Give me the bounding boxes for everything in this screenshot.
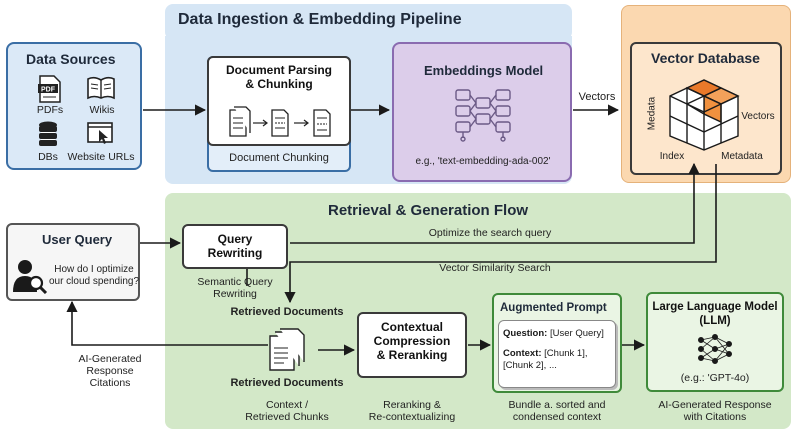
prompt-context-label: Context: [503,348,542,359]
query-rewriting-title: Query Rewriting [207,232,263,260]
data-sources-title: Data Sources [26,51,116,67]
query-rewriting-caption: Semantic Query Rewriting [197,276,273,300]
database-icon [38,121,58,152]
prompt-question-label: Question: [503,328,548,339]
vector-db-label-metadata: Metadata [721,151,763,162]
user-query-title: User Query [42,232,113,247]
llm-title: Large Language Model (LLM) [652,301,778,327]
retrieval-title: Retrieval & Generation Flow [328,202,529,219]
embeddings-caption: e.g., 'text-embedding-ada-002' [415,156,551,167]
context-caption: Context / Retrieved Chunks [245,399,329,423]
prompt-question-value: [User Query] [549,328,604,339]
neural-brain-icon [697,332,733,371]
response-citations-label: AI-Generated Response Citations [78,353,142,389]
prompt-context-line: Context: [Chunk 1], [Chunk 2], ... [503,348,613,372]
source-label-pdfs: PDFs [36,104,64,116]
retrieved-documents-top: Retrieved Documents [230,306,344,318]
source-label-dbs: DBs [38,151,58,163]
compression-box [357,312,467,378]
query-rewriting-box [182,224,288,269]
vector-db-label-right: Vectors [741,111,775,122]
compression-title: Contextual Compression & Reranking [373,320,451,362]
prompt-question-line: Question: [User Query] [503,328,604,339]
vectors-arrow-label: Vectors [578,91,616,103]
vector-db-label-left: Medata [646,96,658,131]
vector-db-title: Vector Database [651,50,760,66]
vector-db-label-index: Index [659,151,685,162]
augmented-prompt-caption: Bundle a. sorted and condensed context [508,399,606,423]
pdf-icon-text: PDF [41,87,56,94]
ingestion-title: Data Ingestion & Embedding Pipeline [178,11,462,28]
vector-cube-icon [666,76,742,157]
data-sources-panel [6,42,142,170]
llm-example: (e.g.: 'GPT-4o) [680,372,750,384]
optimize-query-label: Optimize the search query [428,227,552,239]
parsing-title: Document Parsing & Chunking [225,63,333,91]
source-label-website-urls: Website URLs [67,151,135,163]
llm-caption: AI-Generated Response with Citations [658,399,772,423]
embeddings-title: Embeddings Model [424,63,544,78]
embeddings-panel [392,42,572,182]
neural-network-icon [452,86,514,147]
augmented-prompt-content [498,320,616,388]
prompt-context-value: [Chunk 1], [Chunk 2], ... [503,348,588,371]
ingestion-region [165,4,572,40]
browser-cursor-icon [87,122,115,151]
document-chunking-icon [226,104,336,145]
user-query-text: How do I optimize our cloud spending? [48,264,140,287]
llm-panel [646,292,784,392]
augmented-prompt-title: Augmented Prompt [500,302,607,314]
pdf-icon: PDF [38,75,62,108]
source-label-wikis: Wikis [89,104,115,116]
parsing-subtitle: Document Chunking [229,152,329,164]
compression-caption: Reranking & Re-contextualizing [368,399,456,423]
user-search-icon [12,258,48,299]
documents-icon [266,328,306,377]
similarity-search-label: Vector Similarity Search [439,262,551,274]
retrieved-documents-bottom: Retrieved Documents [230,377,344,389]
book-icon [86,76,116,105]
